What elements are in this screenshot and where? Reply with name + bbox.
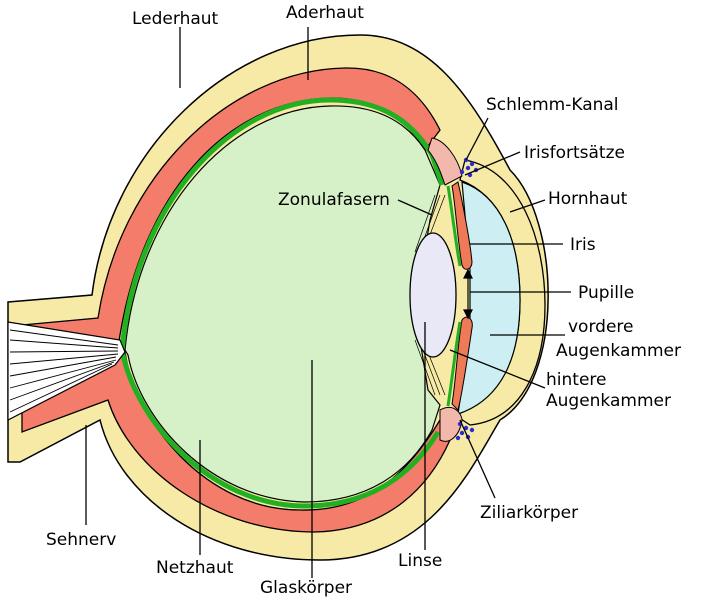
label-hintere-augenkammer-1: hintere <box>546 370 606 390</box>
lens-shape <box>409 232 457 358</box>
ciliary-body-bottom <box>439 406 463 442</box>
label-linse: Linse <box>398 551 442 571</box>
optic-nerve-fibers <box>9 329 119 413</box>
leader-lines <box>85 27 571 578</box>
iris-bottom <box>451 316 473 411</box>
label-lederhaut: Lederhaut <box>132 9 219 29</box>
label-iris: Iris <box>570 235 596 255</box>
label-vordere-augenkammer-1: vordere <box>568 317 633 337</box>
anterior-chamber-shape <box>457 181 521 415</box>
label-ziliarkoerper: Ziliarkörper <box>480 503 578 523</box>
label-zonulafasern: Zonulafasern <box>278 190 390 210</box>
label-netzhaut: Netzhaut <box>156 558 234 578</box>
label-vordere-augenkammer-2: Augenkammer <box>556 341 681 361</box>
label-hornhaut: Hornhaut <box>548 189 628 209</box>
label-pupille: Pupille <box>578 283 634 303</box>
label-irisfortsaetze: Irisfortsätze <box>524 143 625 163</box>
pupil-arrow <box>463 268 473 320</box>
ciliary-body-top <box>427 137 463 186</box>
label-hintere-augenkammer-2: Augenkammer <box>546 391 671 411</box>
label-glaskoerper: Glaskörper <box>260 578 352 598</box>
label-sehnerv: Sehnerv <box>46 530 116 550</box>
label-schlemm-kanal: Schlemm-Kanal <box>486 95 619 115</box>
retina-iris-lining <box>446 185 462 407</box>
label-aderhaut: Aderhaut <box>286 3 364 23</box>
retina-line <box>119 97 445 509</box>
iris-top <box>451 181 473 270</box>
